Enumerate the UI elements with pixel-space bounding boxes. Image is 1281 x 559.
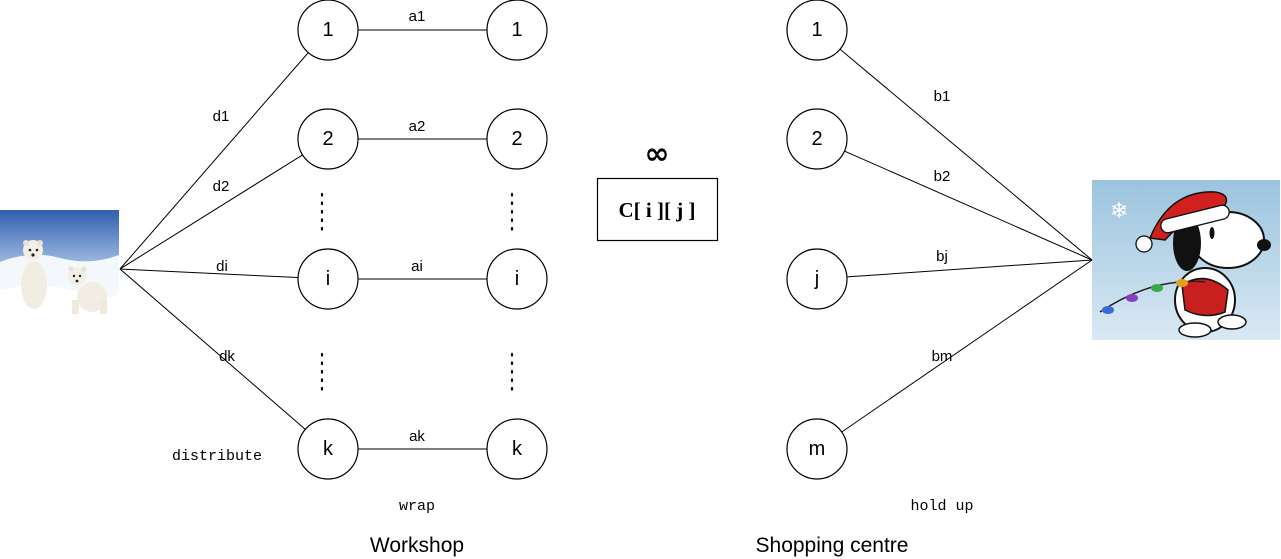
shopping-node-0-label: 1 — [811, 19, 822, 41]
workshop-left-node-3-label: k — [323, 438, 334, 460]
label-a-2: ai — [411, 258, 423, 275]
workshop-right-node-3: k — [486, 418, 548, 480]
edge-d-3 — [119, 268, 306, 430]
edge-d-2 — [119, 268, 299, 279]
cost-matrix-box — [596, 177, 719, 242]
workshop-left-node-1-label: 2 — [322, 128, 333, 150]
polar-bears-image — [0, 210, 120, 329]
workshop-title: Workshop — [370, 534, 464, 557]
label-a-1: a2 — [409, 118, 426, 135]
workshop-right-node-2: i — [486, 248, 548, 310]
edge-b-0 — [839, 48, 1093, 261]
shopping-node-1-circle — [786, 108, 848, 170]
edge-d-0 — [119, 52, 309, 270]
shopping-node-0: 1 — [786, 0, 848, 61]
workshop-right-node-0-label: 1 — [511, 19, 522, 41]
workshop-left-node-0-label: 1 — [322, 19, 333, 41]
wrap-label: wrap — [399, 498, 435, 515]
label-d-1: d2 — [213, 178, 230, 195]
label-b-1: b2 — [934, 168, 951, 185]
distribute-label: distribute — [172, 448, 262, 465]
label-a-0: a1 — [409, 8, 426, 25]
workshop-left-node-2-circle — [297, 248, 359, 310]
workshop-left-node-3: k — [297, 418, 359, 480]
shopping-node-3-circle — [786, 418, 848, 480]
workshop-right-node-1-label: 2 — [511, 128, 522, 150]
workshop-left-node-0: 1 — [297, 0, 359, 61]
ellipsis-dots — [320, 192, 514, 392]
hold-up-label: hold up — [910, 498, 973, 515]
workshop-right-node-0: 1 — [486, 0, 548, 61]
infinity-symbol: ∞ — [645, 137, 670, 172]
edge-labels: d1 a1 b1 d2 a2 b2 di ai bj dk ak bm — [213, 8, 953, 445]
edge-b-2 — [846, 259, 1093, 278]
nodes: 1 1 1 2 2 2 i i j k k m — [297, 0, 848, 480]
edges — [119, 29, 1093, 450]
workshop-right-node-0-circle — [486, 0, 548, 61]
shopping-node-2-label: j — [814, 268, 819, 290]
workshop-right-node-2-label: i — [515, 268, 519, 290]
shopping-node-3: m — [786, 418, 848, 480]
shopping-node-1: 2 — [786, 108, 848, 170]
label-d-0: d1 — [213, 108, 230, 125]
workshop-right-node-1-circle — [486, 108, 548, 170]
workshop-left-node-2: i — [297, 248, 359, 310]
cost-matrix-label: C[ i ][ j ] — [619, 198, 696, 222]
workshop-left-node-1-circle — [297, 108, 359, 170]
label-d-3: dk — [219, 348, 235, 365]
workshop-left-node-3-circle — [297, 418, 359, 480]
workshop-right-node-2-circle — [486, 248, 548, 310]
svg-text:❄: ❄ — [1110, 199, 1128, 224]
snoopy-santa-image: ❄ — [1092, 180, 1280, 340]
edge-d-1 — [119, 154, 303, 270]
label-b-2: bj — [936, 248, 948, 265]
edge-b-3 — [841, 259, 1093, 433]
edge-b-1 — [844, 150, 1093, 261]
workshop-left-node-1: 2 — [297, 108, 359, 170]
label-a-3: ak — [409, 428, 425, 445]
label-b-0: b1 — [934, 88, 951, 105]
label-b-3: bm — [932, 348, 953, 365]
shopping-node-0-circle — [786, 0, 848, 61]
shopping-node-3-label: m — [809, 438, 826, 460]
label-d-2: di — [216, 258, 228, 275]
workshop-right-node-1: 2 — [486, 108, 548, 170]
workshop-left-node-0-circle — [297, 0, 359, 61]
shopping-node-1-label: 2 — [811, 128, 822, 150]
workshop-right-node-3-circle — [486, 418, 548, 480]
shopping-centre-title: Shopping centre — [756, 534, 909, 557]
workshop-left-node-2-label: i — [326, 268, 330, 290]
shopping-node-2-circle — [786, 248, 848, 310]
shopping-node-2: j — [786, 248, 848, 310]
workshop-right-node-3-label: k — [512, 438, 523, 460]
